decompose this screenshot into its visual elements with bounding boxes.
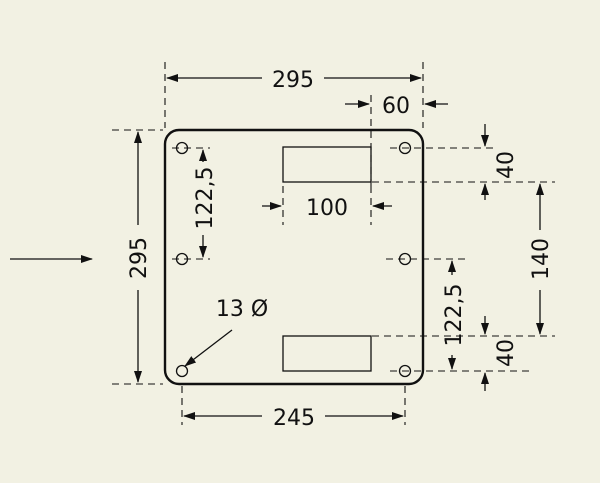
slot-bottom-offset-label: 40 — [494, 339, 519, 367]
extension-lines — [112, 62, 424, 425]
hole-top-right — [398, 141, 412, 155]
hole-bottom-right — [398, 364, 412, 378]
dimension-lines — [134, 74, 544, 420]
slot-spacing-label: 140 — [529, 238, 554, 280]
hole-spacing-horizontal-label: 245 — [273, 406, 315, 431]
upper-slot — [282, 146, 372, 183]
slot-top-offset-label: 40 — [494, 151, 519, 179]
hole-spacing-lower-label: 122,5 — [442, 284, 467, 347]
hole-bottom-left — [175, 364, 189, 378]
hole-spacing-upper-label: 122,5 — [193, 167, 218, 230]
hole-diameter-label: 13 Ø — [216, 297, 268, 322]
slot-length-label: 100 — [306, 196, 348, 221]
center-lines — [172, 147, 555, 372]
plate-outline — [163, 128, 425, 386]
lower-slot — [282, 335, 372, 372]
plate-height-label: 295 — [127, 237, 152, 279]
slot-offset-right-label: 60 — [382, 94, 410, 119]
plate-width-label: 295 — [272, 68, 314, 93]
